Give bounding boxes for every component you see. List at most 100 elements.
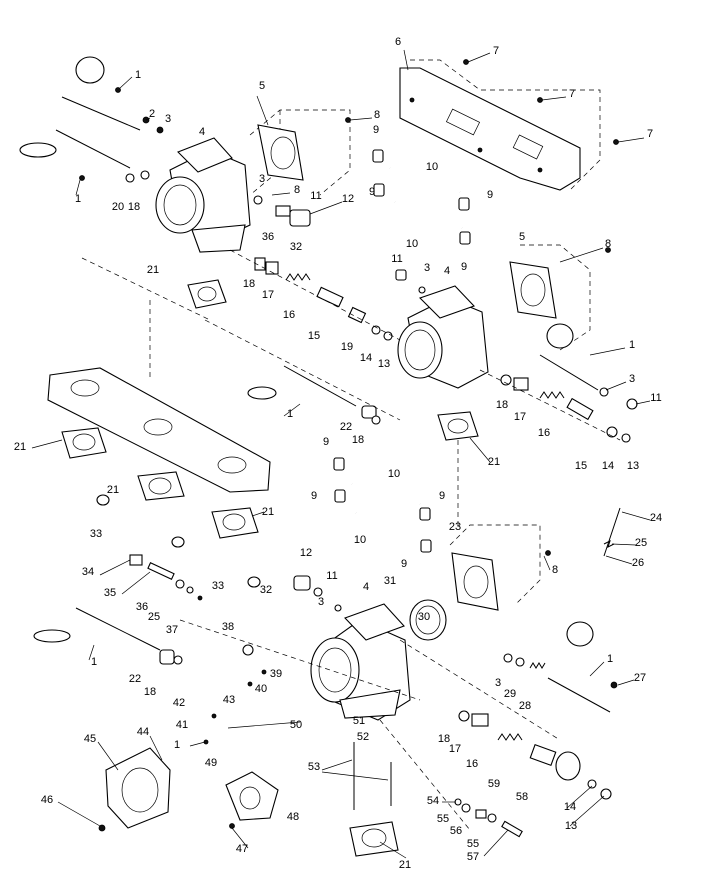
part-label: 33: [212, 580, 224, 592]
part-label: 18: [144, 686, 156, 698]
part-label: 56: [450, 825, 462, 837]
part-label: 16: [466, 758, 478, 770]
airbox: [105, 747, 171, 829]
part-label: 17: [449, 743, 461, 755]
part-label: 19: [341, 341, 353, 353]
part-label: 23: [449, 521, 461, 533]
part-label: 20: [112, 201, 124, 213]
part-label: 5: [519, 231, 525, 243]
carburetor-lower: [310, 603, 411, 721]
part-label: 11: [650, 392, 661, 404]
part-label: 47: [236, 843, 248, 855]
adjust-screw: [603, 507, 621, 557]
part-label: 29: [504, 688, 516, 700]
part-label: 50: [290, 719, 302, 731]
part-label: 9: [369, 186, 375, 198]
part-label: 15: [308, 330, 320, 342]
part-label: 8: [374, 109, 380, 121]
part-label: 1: [607, 653, 613, 665]
part-label: 10: [426, 161, 438, 173]
part-label: 24: [650, 512, 662, 524]
part-label: 37: [166, 624, 178, 636]
part-label: 18: [438, 733, 450, 745]
adapter-flange-lower: [451, 552, 499, 611]
part-label: 1: [91, 656, 97, 668]
part-label: 10: [406, 238, 418, 250]
part-label: 9: [487, 189, 493, 201]
part-label: 15: [575, 460, 587, 472]
part-label: 25: [148, 611, 160, 623]
part-label: 13: [378, 358, 390, 370]
throttle-shaft-top: [19, 56, 141, 169]
part-label: 21: [262, 506, 274, 518]
part-label: 3: [165, 113, 171, 125]
part-label: 33: [90, 528, 102, 540]
part-label: 4: [363, 581, 369, 593]
part-label: 40: [255, 683, 267, 695]
part-label: 5: [259, 80, 265, 92]
part-label: 3: [495, 677, 501, 689]
part-label: 21: [14, 441, 26, 453]
part-label: 10: [388, 468, 400, 480]
part-label: 7: [569, 88, 575, 100]
part-label: 11: [310, 190, 321, 202]
hoses: [351, 165, 464, 543]
part-label: 45: [84, 733, 96, 745]
part-label: 1: [75, 193, 81, 205]
part-label: 44: [137, 726, 149, 738]
part-label: 13: [565, 820, 577, 832]
part-label: 12: [300, 547, 312, 559]
leader-lines: [31, 49, 651, 859]
hose-clamps: [333, 149, 471, 553]
part-label: 53: [308, 761, 320, 773]
part-label: 32: [260, 584, 272, 596]
assembly-guides: [81, 249, 621, 831]
part-label: 48: [287, 811, 299, 823]
part-label: 14: [564, 801, 576, 813]
throttle-shaft-lower: [33, 607, 611, 713]
part-label: 8: [552, 564, 558, 576]
part-label: 9: [401, 558, 407, 570]
part-label: 18: [128, 201, 140, 213]
part-label: 4: [199, 126, 205, 138]
part-label: 18: [496, 399, 508, 411]
part-label: 7: [493, 45, 499, 57]
part-label: 21: [147, 264, 159, 276]
part-label: 27: [634, 672, 646, 684]
part-label: 8: [605, 238, 611, 250]
part-label: 31: [384, 575, 396, 587]
part-label: 39: [270, 668, 282, 680]
part-label: 11: [326, 570, 337, 582]
part-label: 54: [427, 795, 439, 807]
part-label: 16: [538, 427, 550, 439]
part-label: 21: [107, 484, 119, 496]
part-label: 21: [488, 456, 500, 468]
carburetor-upper: [155, 137, 251, 253]
part-label: 58: [516, 791, 528, 803]
studs: [353, 742, 392, 810]
part-label: 46: [41, 794, 53, 806]
part-label: 1: [629, 339, 635, 351]
mounting-plate: [399, 67, 581, 191]
part-label: 36: [136, 601, 148, 613]
part-label: 14: [602, 460, 614, 472]
part-label: 12: [342, 193, 354, 205]
part-label: 1: [135, 69, 141, 81]
part-label: 49: [205, 757, 217, 769]
part-label: 34: [82, 566, 94, 578]
part-label: 52: [357, 731, 369, 743]
part-label: 17: [514, 411, 526, 423]
part-label: 3: [259, 173, 265, 185]
plugs: [96, 494, 261, 588]
part-label: 22: [129, 673, 141, 685]
part-label: 6: [395, 36, 401, 48]
part-label: 16: [283, 309, 295, 321]
part-label: 32: [290, 241, 302, 253]
part-label: 11: [391, 253, 402, 265]
part-label: 30: [418, 611, 430, 623]
fasteners: [79, 59, 638, 838]
pump-cover: [225, 771, 279, 821]
